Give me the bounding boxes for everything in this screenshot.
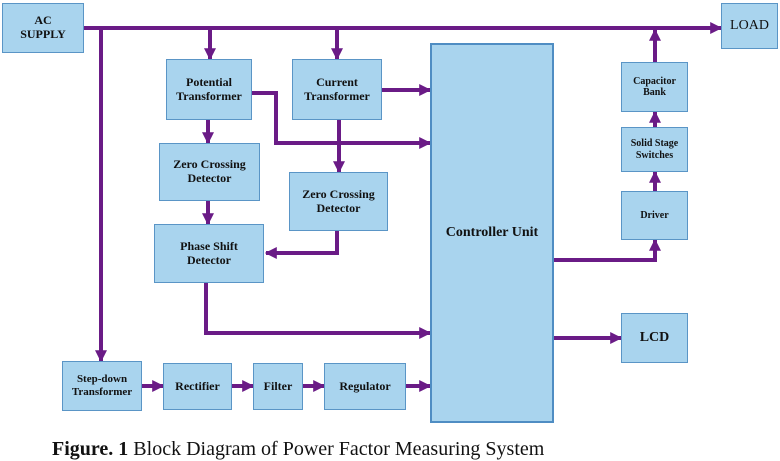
- potential-transformer-block: Potential Transformer: [166, 59, 252, 120]
- lcd-block: LCD: [621, 313, 688, 363]
- driver-block: Driver: [621, 191, 688, 240]
- current-transformer-block: Current Transformer: [292, 59, 382, 120]
- load-block: LOAD: [721, 3, 778, 49]
- step-down-transformer-block: Step-down Transformer: [62, 361, 142, 411]
- figure-label: Figure. 1: [52, 438, 129, 460]
- solid-stage-switches-block: Solid Stage Switches: [621, 127, 688, 172]
- figure-caption: Figure. 1 Block Diagram of Power Factor …: [52, 438, 544, 461]
- wire-zcd2-to-phase-shift: [264, 231, 339, 259]
- controller-unit-block: Controller Unit: [430, 43, 554, 423]
- regulator-block: Regulator: [324, 363, 406, 410]
- wire-phase-shift-to-controller: [204, 283, 432, 339]
- figure-caption-text: Block Diagram of Power Factor Measuring …: [128, 438, 545, 460]
- filter-block: Filter: [253, 363, 303, 410]
- rectifier-block: Rectifier: [163, 363, 232, 410]
- wire-controller-to-driver: [554, 238, 661, 262]
- ac-supply-block: AC SUPPLY: [2, 3, 84, 53]
- capacitor-bank-block: Capacitor Bank: [621, 62, 688, 112]
- phase-shift-detector-block: Phase Shift Detector: [154, 224, 264, 283]
- zero-crossing-detector-1-block: Zero Crossing Detector: [159, 143, 260, 201]
- zero-crossing-detector-2-block: Zero Crossing Detector: [289, 172, 388, 231]
- wire-pt-to-controller: [252, 91, 432, 149]
